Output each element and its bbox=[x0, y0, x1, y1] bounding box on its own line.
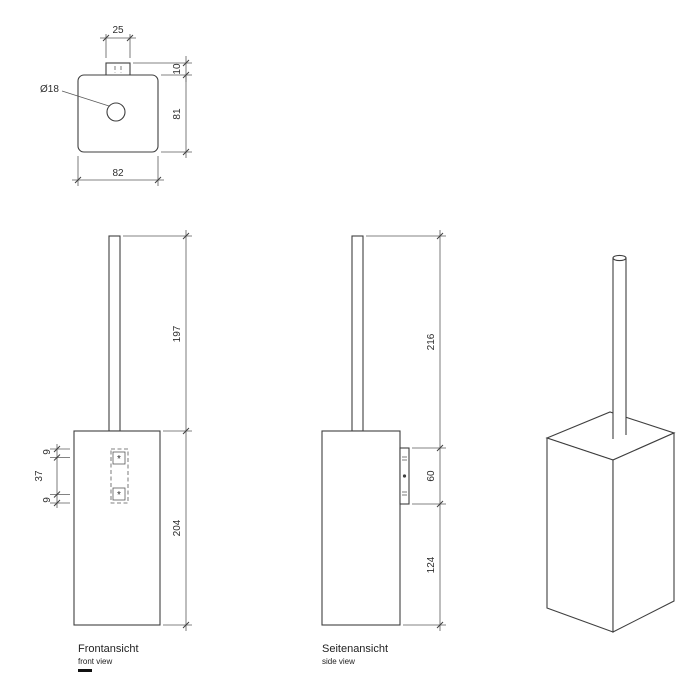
top-view-tab bbox=[105, 62, 131, 77]
front-view-title: Frontansicht bbox=[78, 643, 139, 655]
side-body bbox=[321, 430, 401, 626]
isometric-view bbox=[545, 254, 676, 633]
dim-slot-bottom-offset: 9 bbox=[42, 497, 53, 503]
front-view-subtitle: front view bbox=[78, 657, 112, 666]
dim-tab-width: 25 bbox=[112, 25, 124, 36]
front-view: * * 9 37 9 197 204 bbox=[34, 230, 192, 631]
dim-tick bbox=[182, 621, 190, 629]
side-rod bbox=[351, 235, 364, 432]
dim-top-height: 81 bbox=[172, 108, 183, 120]
side-view-subtitle: side view bbox=[322, 657, 355, 666]
slot-mark-box-bottom bbox=[112, 487, 126, 501]
dim-tab-height: 10 bbox=[172, 63, 183, 75]
top-view: Ø18 25 10 81 82 bbox=[40, 25, 192, 186]
dim-tick bbox=[53, 491, 61, 498]
dim-tick bbox=[182, 427, 190, 435]
front-rod bbox=[108, 235, 121, 432]
captions: Frontansicht front view Seitenansicht si… bbox=[78, 643, 388, 672]
dim-side-below-bracket: 124 bbox=[426, 556, 437, 573]
iso-box-front-face bbox=[546, 437, 614, 633]
dim-tick bbox=[53, 445, 61, 453]
dim-tick bbox=[182, 148, 190, 156]
dim-front-rod-length: 197 bbox=[172, 325, 183, 342]
caption-underline-bar bbox=[78, 669, 92, 672]
dim-tick bbox=[102, 34, 110, 42]
dim-tick bbox=[182, 59, 190, 67]
dim-tick bbox=[182, 232, 190, 240]
iso-rod-fill bbox=[613, 258, 626, 439]
slot-mark-bottom: * bbox=[117, 490, 121, 501]
dim-tick bbox=[53, 454, 61, 461]
dim-tick bbox=[436, 444, 444, 452]
front-slot-hidden bbox=[110, 448, 129, 504]
dim-slot-span: 37 bbox=[34, 470, 45, 482]
dim-hole-diameter: Ø18 bbox=[40, 84, 59, 95]
hole-leader-line bbox=[61, 90, 110, 107]
dim-slot-top-offset: 9 bbox=[42, 449, 53, 455]
dim-tick bbox=[74, 176, 82, 184]
side-view-title: Seitenansicht bbox=[322, 643, 388, 655]
iso-rod-top bbox=[612, 254, 627, 262]
dim-tick bbox=[154, 176, 162, 184]
dim-tick bbox=[436, 232, 444, 240]
dim-side-bracket-height: 60 bbox=[426, 470, 437, 482]
dim-top-width: 82 bbox=[112, 168, 124, 179]
slot-mark-box-top bbox=[112, 451, 126, 465]
dim-tick bbox=[436, 500, 444, 508]
side-view: 216 60 124 bbox=[321, 230, 446, 631]
dim-tick bbox=[126, 34, 134, 42]
top-view-hole bbox=[106, 102, 126, 122]
iso-box-right-face bbox=[612, 432, 675, 633]
bracket-pin bbox=[402, 474, 407, 478]
slot-mark-top: * bbox=[117, 454, 121, 465]
dim-tick bbox=[53, 499, 61, 507]
dim-tick bbox=[436, 621, 444, 629]
dim-side-rod-length: 216 bbox=[426, 333, 437, 350]
front-body bbox=[73, 430, 161, 626]
dim-front-body-height: 204 bbox=[172, 519, 183, 536]
